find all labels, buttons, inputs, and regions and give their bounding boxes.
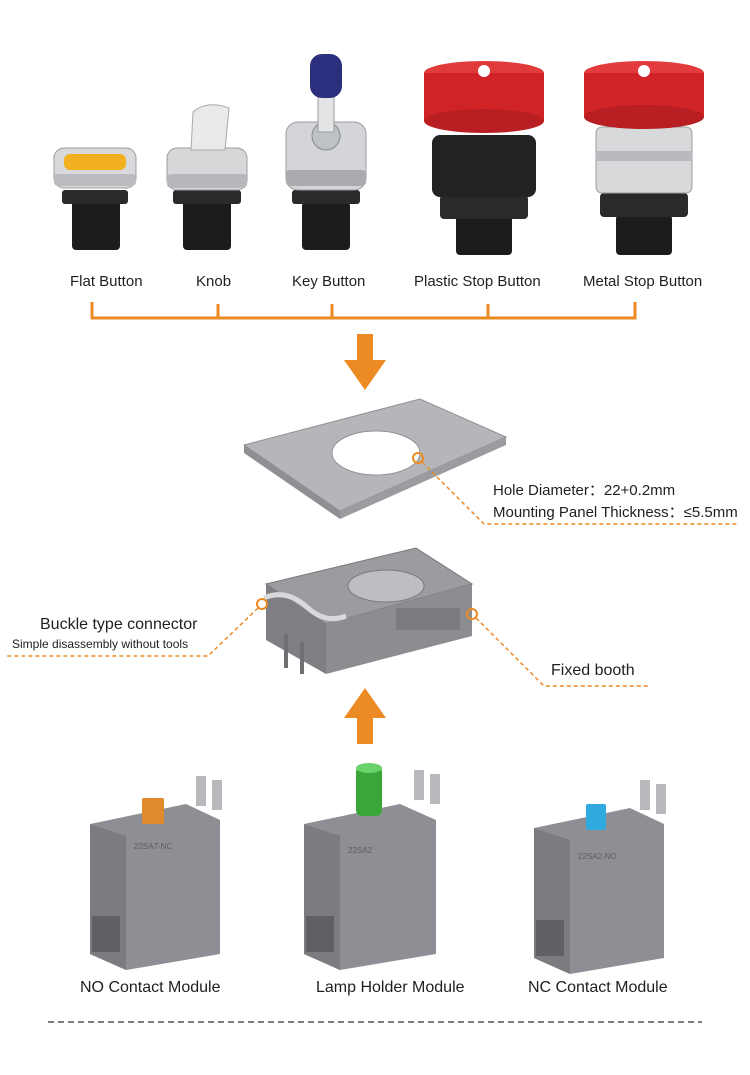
label-metal-stop-button: Metal Stop Button <box>583 273 703 290</box>
grouping-bracket <box>90 302 637 320</box>
nc-contact-module: 22SA2-NO <box>530 774 680 974</box>
label-flat-button: Flat Button <box>70 273 143 290</box>
up-arrow-icon <box>344 688 386 744</box>
flat-button-icon <box>53 147 137 250</box>
fixed-booth-callout-line <box>466 608 650 687</box>
knob-selector-icon <box>166 104 248 250</box>
mounting-panel <box>242 398 508 519</box>
hole-diameter-text: Hole Diameter：22+0.2mm <box>493 482 676 499</box>
label-plastic-stop-button: Plastic Stop Button <box>414 273 541 290</box>
lamp-module-print: 22SA2 <box>348 846 373 855</box>
lamp-holder-module-icon <box>304 763 440 970</box>
label-knob: Knob <box>196 273 232 290</box>
no-contact-module-icon <box>90 776 222 970</box>
bottom-divider <box>48 1021 702 1023</box>
plastic-stop-button-icon <box>424 61 544 255</box>
buckle-callout-line <box>6 598 268 657</box>
label-lamp-holder-module: Lamp Holder Module <box>316 979 465 996</box>
label-no-contact-module: NO Contact Module <box>80 979 221 996</box>
fixed-booth-label: Fixed booth <box>551 662 635 679</box>
label-nc-contact-module: NC Contact Module <box>528 979 668 996</box>
buckle-connector-title: Buckle type connector <box>40 616 198 633</box>
metal-stop-button-icon <box>584 61 704 255</box>
down-arrow-icon <box>344 334 386 390</box>
key-switch-icon <box>285 54 367 250</box>
fixed-booth <box>262 547 474 674</box>
buckle-connector-subtitle: Simple disassembly without tools <box>12 637 189 651</box>
nc-module-print: 22SA2-NO <box>578 852 617 861</box>
label-key-button: Key Button <box>292 273 366 290</box>
nc-contact-module-icon <box>534 780 666 974</box>
no-contact-module: 22SA7-NC <box>86 770 236 970</box>
panel-thickness-text: Mounting Panel Thickness：≤5.5mm <box>493 504 738 521</box>
panel-callout-line <box>412 452 738 525</box>
no-module-print: 22SA7-NC <box>134 842 173 851</box>
lamp-holder-module: 22SA2 <box>300 760 450 970</box>
